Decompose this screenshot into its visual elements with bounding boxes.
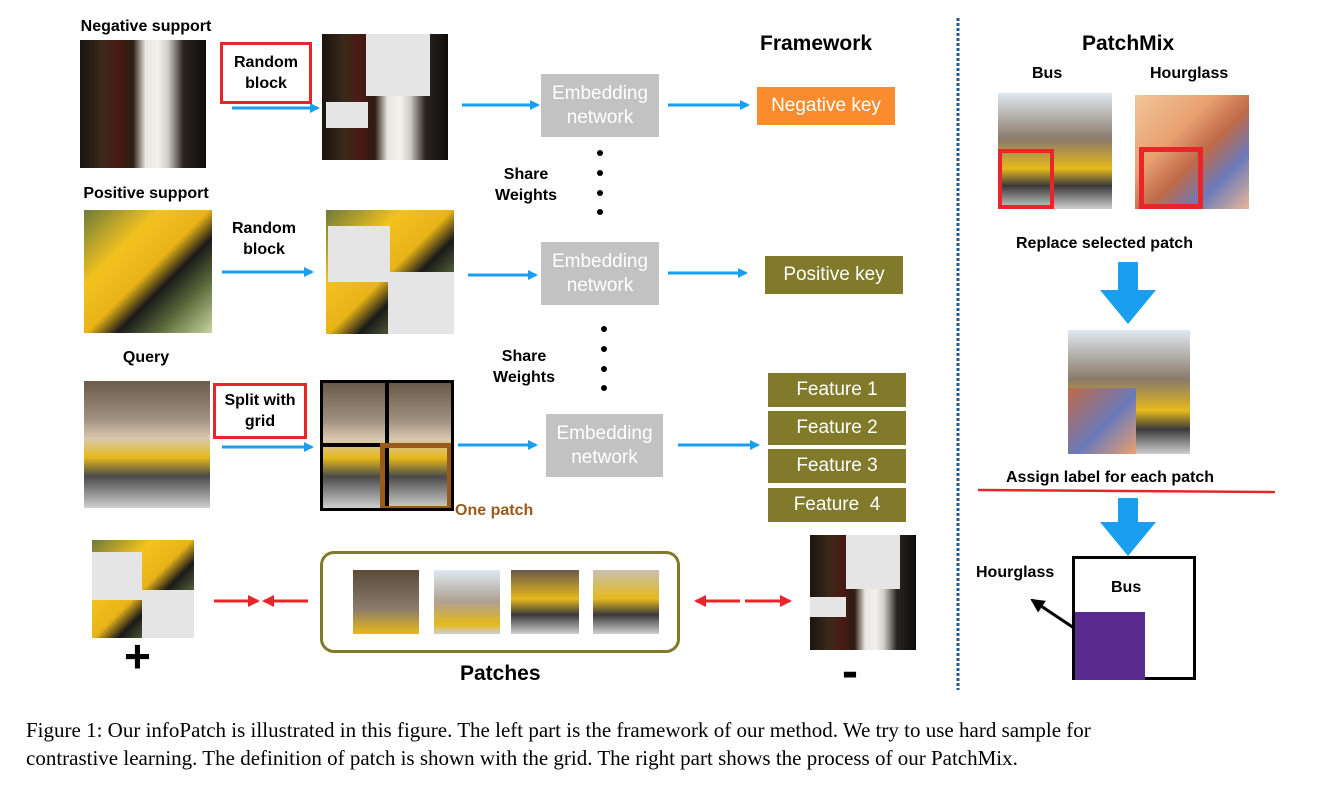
box-bus-label: Bus [1111,579,1142,596]
positive-support-label: Positive support [83,185,209,202]
positive-sample-image [92,540,194,638]
embedding-network-2: Embedding network [541,242,659,305]
negative-support-label: Negative support [80,18,212,35]
masked-block [92,552,142,600]
framework-title: Framework [760,32,873,55]
label-map-box: Bus [1072,556,1196,680]
feature-box-2: Feature 2 [768,411,906,445]
feature-box-1: Feature 1 [768,373,906,407]
embedding-network-label: Embedding network [551,250,649,296]
masked-block [846,535,900,589]
hourglass-label: Hourglass [1150,65,1229,82]
split-grid-box: Split with grid [213,383,307,439]
patchmix-title: PatchMix [1082,32,1175,55]
masked-block [388,272,454,334]
big-arrow-1 [1100,262,1156,324]
feature-box-3: Feature 3 [768,449,906,483]
patches-label: Patches [460,662,541,685]
patches-container [320,551,680,653]
embedding-network-label: Embedding network [556,422,653,468]
hourglass-label-region [1075,612,1145,680]
hourglass-masked-image [322,34,448,160]
dot [597,209,603,215]
assign-underline [977,488,1276,494]
masked-block [326,102,368,128]
patch-image-4 [593,570,659,634]
hourglass-image [80,40,206,168]
feature-box-4: Feature 4 [768,488,906,522]
hourglass-pm-image [1135,95,1249,209]
plus-sign: + [124,630,151,682]
dot [597,190,603,196]
one-patch-highlight [380,443,451,508]
patch-image-1 [353,570,419,634]
masked-block [142,590,194,638]
feature-label: Feature 3 [796,455,878,476]
bus-label: Bus [1032,65,1063,82]
negative-key-label: Negative key [771,95,881,116]
random-block-label-1: Random block [234,54,298,92]
street-bus-image [84,381,210,508]
dot [597,150,603,156]
random-block-label-2: Random block [232,220,296,258]
selected-patch-box-hourglass [1139,147,1203,209]
positive-key-box: Positive key [765,256,903,294]
school-bus-masked-image [326,210,454,334]
mixed-image [1068,330,1190,454]
query-label: Query [122,349,170,366]
dot [601,326,607,332]
patch-image-2 [434,570,500,634]
dot [597,170,603,176]
feature-label: Feature 1 [796,379,878,400]
positive-key-label: Positive key [783,264,885,285]
masked-block [810,597,846,617]
replace-patch-label: Replace selected patch [1016,235,1193,252]
box-hourglass-label: Hourglass [976,564,1055,581]
dot [601,385,607,391]
figure-caption-line-2: contrastive learning. The definition of … [26,746,1018,770]
school-bus-toy-image [84,210,212,333]
assign-label: Assign label for each patch [1006,469,1215,486]
negative-key-box: Negative key [757,87,895,125]
masked-block [328,226,390,282]
grid-query-image [320,380,454,511]
arrow-to-hourglass-label [1030,598,1075,630]
bus-image [998,93,1112,209]
negative-sample-image [810,535,916,650]
feature-label: Feature 4 [793,494,881,515]
share-weights-label-2: Share Weights [493,348,555,386]
split-grid-label: Split with grid [224,392,296,430]
patch-image-3 [511,570,579,634]
figure-caption-line-1: Figure 1: Our infoPatch is illustrated i… [26,718,1091,742]
big-arrow-2 [1100,498,1156,556]
feature-label: Feature 2 [796,417,878,438]
masked-block [366,34,430,96]
minus-sign: - [842,645,858,698]
random-block-box-1: Random block [220,42,312,104]
selected-patch-box-bus [998,149,1054,209]
embedding-network-label: Embedding network [551,82,649,128]
one-patch-label: One patch [455,502,534,519]
embedding-network-3: Embedding network [546,414,663,477]
dot [601,346,607,352]
share-weights-label-1: Share Weights [495,166,557,204]
dot [601,366,607,372]
embedding-network-1: Embedding network [541,74,659,137]
pasted-hourglass-patch [1068,388,1136,454]
